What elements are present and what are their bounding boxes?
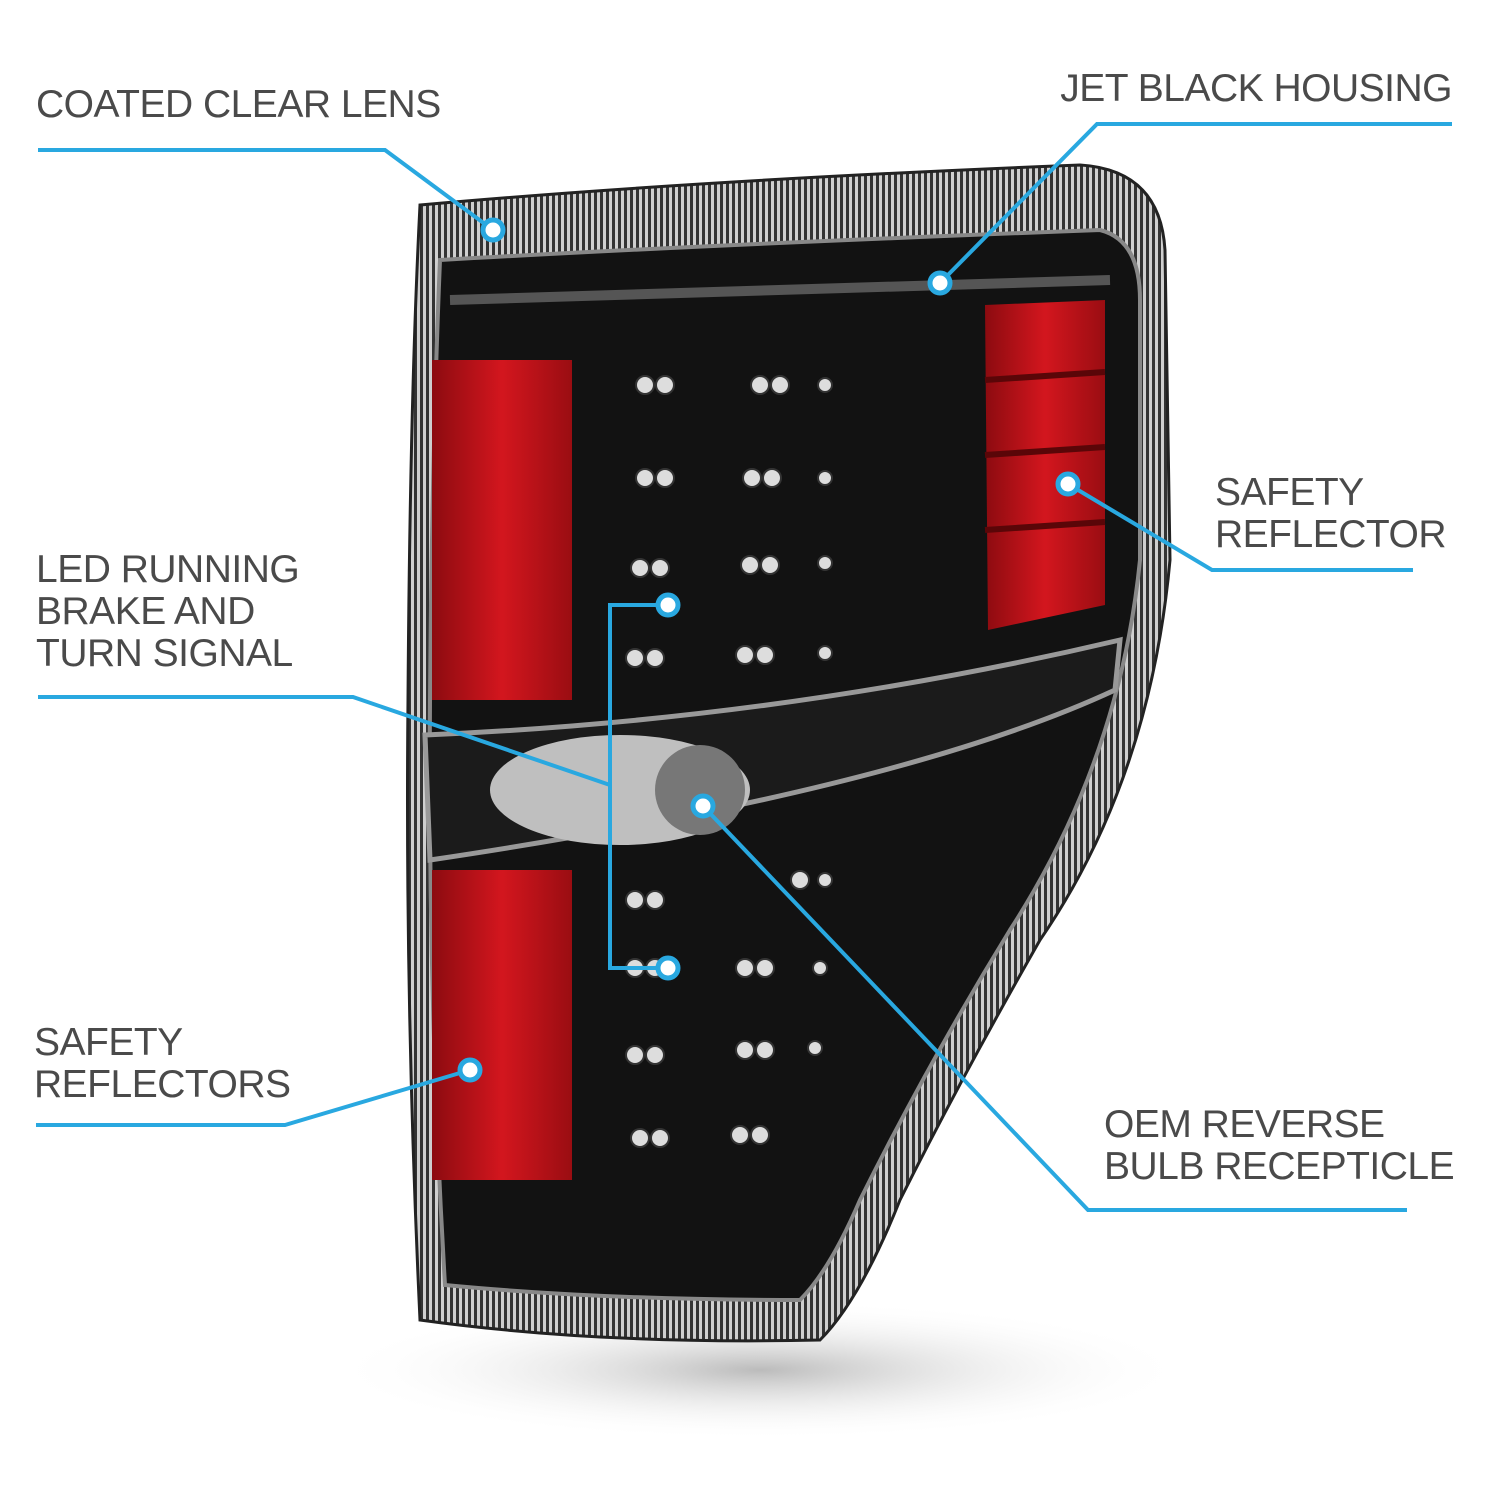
label-line: JET BLACK HOUSING (1060, 67, 1452, 110)
label-line: OEM REVERSE (1104, 1103, 1385, 1146)
callout-dots (457, 217, 1081, 1083)
label-line: REFLECTOR (1215, 513, 1447, 556)
label-coated-clear-lens: COATED CLEAR LENS (36, 84, 441, 126)
floor-shadow (330, 1300, 1190, 1440)
label-line: LED RUNNING (36, 548, 300, 591)
label-line: SAFETY (1215, 471, 1364, 514)
callout-lines (36, 122, 1452, 1212)
label-line: TURN SIGNAL (36, 632, 293, 675)
side-reflector-upper (432, 360, 572, 700)
label-line: COATED CLEAR LENS (36, 83, 441, 126)
label-line: BULB RECEPTICLE (1104, 1145, 1455, 1188)
safety-reflector (985, 300, 1105, 630)
side-reflector-lower (432, 870, 572, 1180)
label-jet-black-housing: JET BLACK HOUSING (1060, 68, 1452, 110)
label-line: SAFETY (34, 1021, 183, 1064)
label-line: REFLECTORS (34, 1063, 291, 1106)
label-line: BRAKE AND (36, 590, 255, 633)
